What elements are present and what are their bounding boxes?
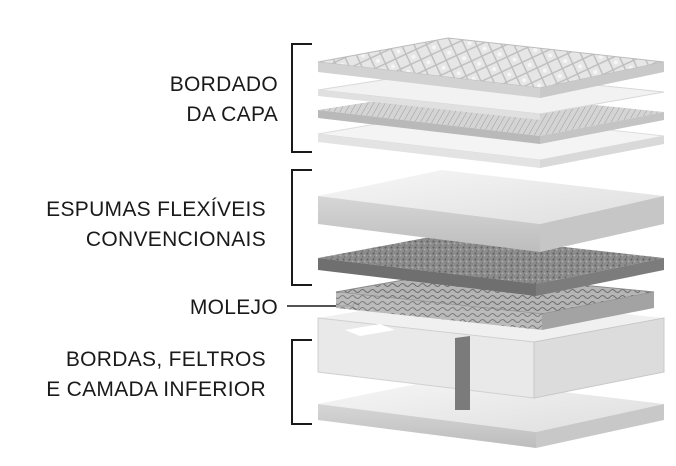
quilted-top-layer bbox=[317, 37, 665, 98]
label-bordado-da-capa: BORDADO DA CAPA bbox=[170, 70, 278, 130]
bracket-bordas bbox=[291, 339, 312, 425]
label-espumas-line1: ESPUMAS FLEXÍVEIS bbox=[46, 198, 266, 221]
label-bordas: BORDAS, FELTROS E CAMADA INFERIOR bbox=[46, 345, 266, 405]
label-espumas: ESPUMAS FLEXÍVEIS CONVENCIONAIS bbox=[46, 195, 266, 255]
bracket-bordado bbox=[291, 43, 312, 153]
label-molejo: MOLEJO bbox=[190, 293, 278, 323]
label-espumas-line2: CONVENCIONAIS bbox=[85, 228, 266, 251]
label-bordas-line2: E CAMADA INFERIOR bbox=[46, 378, 266, 401]
label-molejo-line1: MOLEJO bbox=[189, 296, 278, 319]
foam-layer bbox=[318, 170, 664, 252]
bracket-espumas bbox=[291, 169, 312, 286]
label-bordado-line1: BORDADO bbox=[169, 73, 278, 96]
bottom-layer bbox=[318, 378, 664, 448]
felt-layer bbox=[318, 234, 664, 296]
label-bordado-line2: DA CAPA bbox=[186, 103, 278, 126]
label-bordas-line1: BORDAS, FELTROS bbox=[65, 348, 266, 371]
